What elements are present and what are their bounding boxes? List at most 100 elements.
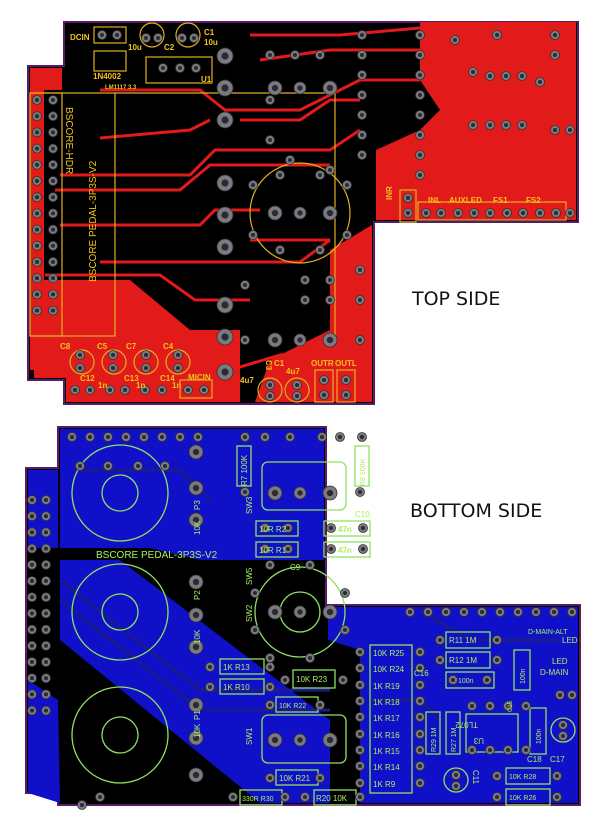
component-pad-hole [437,637,443,643]
component-pad-hole [193,65,199,71]
switch-lug-pad-hole [271,84,279,92]
component-pad-hole [159,434,165,440]
component-pad-hole [285,525,291,531]
component-pad-hole [159,387,165,393]
label-c13: C13 [124,374,139,383]
component-pad-hole [267,775,273,781]
sw3-outline [261,461,347,511]
component-pad-hole [77,352,83,358]
component-pad-hole [292,52,298,58]
switch-center-pad-hole [297,85,303,91]
label-p2: P2 [193,590,202,600]
c2-outline [139,22,165,48]
component-pad-hole [455,210,461,216]
label-r24: 10K R24 [373,665,405,674]
pot-pad-hole [192,484,200,492]
component-pad-hole [143,365,149,371]
component-pad-hole [317,52,323,58]
header-pin-pad-hole [50,195,56,200]
header-pin-pad-hole [29,708,35,713]
component-pad-hole [359,32,365,38]
component-pad-hole [471,210,477,216]
component-pad-hole [185,387,191,393]
component-pad-hole [554,794,560,800]
label-inl: INL [428,196,441,205]
component-pad-hole [344,182,350,188]
component-pad-hole [505,703,511,709]
label-r10: 1K R10 [223,683,250,692]
component-pad-hole [267,664,273,670]
label-c8: C8 [60,342,71,351]
label-sw1: SW1 [245,727,254,745]
component-pad-hole [557,692,563,698]
component-pad-hole [262,434,268,440]
label-c14-value: 1n [172,381,181,390]
component-pad-hole [515,609,521,615]
pot-pad-hole [221,368,229,376]
component-pad-hole [484,677,490,683]
component-pad-hole [359,132,365,138]
label-outr: OUTR [311,359,334,368]
header-pin-pad-hole [43,676,49,681]
component-pad-hole [267,137,273,143]
header-pin-pad-hole [34,162,40,167]
label-inr: INR [385,186,394,200]
pot-pad-hole [221,243,229,251]
p1-outline [71,686,169,784]
component-pad-hole [87,434,93,440]
pot-pad-hole [221,211,229,219]
component-pad-hole [294,393,300,399]
component-pad-hole [328,525,334,531]
component-pad-hole [519,73,525,79]
header-pin-pad-hole [43,514,49,519]
header-pin-pad-hole [34,211,40,216]
component-pad-hole [177,65,183,71]
component-pad-hole [443,609,449,615]
component-pad-hole [359,92,365,98]
component-pad-hole [537,210,543,216]
switch-lug-pad-hole [326,84,334,92]
header-pin-pad-hole [29,562,35,567]
component-pad-hole [342,627,348,633]
micin-outline [179,379,213,399]
switch-lug-pad-hole [326,489,334,497]
component-pad-hole [357,698,363,704]
component-pad-hole [143,35,149,41]
label-c16-value: 100n [458,678,474,685]
component-pad-hole [201,387,207,393]
header-pin-pad-hole [50,276,56,281]
header-pin-pad-hole [43,530,49,535]
component-pad-hole [417,665,423,671]
component-pad-hole [110,352,116,358]
bottom-side-title: BOTTOM SIDE [410,500,542,522]
component-pad-hole [357,714,363,720]
component-pad-hole [262,525,268,531]
component-pad-hole [469,747,475,753]
label-c10: C10 [355,510,370,519]
r1-outline [255,541,299,558]
label-c4: C4 [163,342,174,351]
label-r30: 330R R30 [242,796,274,803]
component-pad-hole [287,157,293,163]
component-pad-hole [123,434,129,440]
component-pad-hole [452,37,458,43]
component-pad-hole [503,73,509,79]
component-pad-hole [135,463,141,469]
component-pad-hole [317,247,323,253]
c47b-outline [323,541,371,558]
component-pad-hole [567,210,573,216]
label-led-alt: LED [562,636,578,645]
component-pad-hole [357,763,363,769]
component-pad-hole [105,434,111,440]
component-pad-hole [505,747,511,753]
label-r11: R11 1M [449,636,477,645]
header-pin-pad-hole [50,292,56,297]
component-pad-hole [567,127,573,133]
r29-outline [425,711,441,755]
label-r20: R20 10K [316,794,348,803]
component-pad-hole [453,783,459,789]
component-pad-hole [285,546,291,552]
component-pad-hole [569,609,575,615]
pot-pad-hole [192,701,200,709]
component-pad-hole [160,65,166,71]
